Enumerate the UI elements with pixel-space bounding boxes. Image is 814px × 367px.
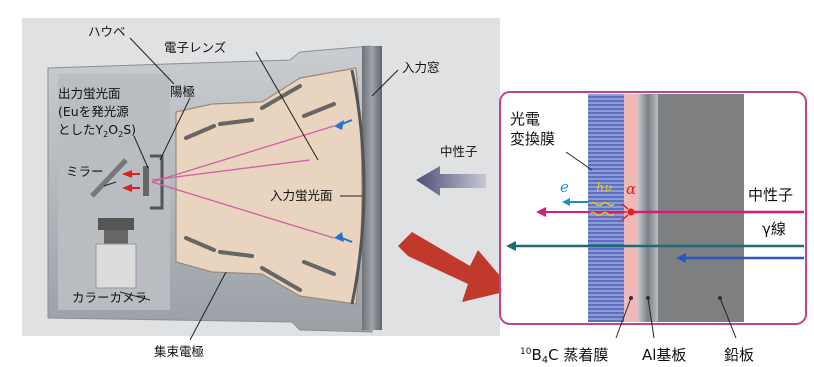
label-output-phosphor-2: (Euを発光源 <box>58 104 129 119</box>
intensifier-labels: ハウベ 電子レンズ 入力窓 出力蛍光面 陽極 (Euを発光源 としたY2O2S)… <box>58 24 440 359</box>
lead-plate-layer <box>658 94 744 322</box>
leader-lines <box>103 37 399 341</box>
alpha-particle: α <box>620 180 636 221</box>
alpha-symbol: α <box>626 180 636 198</box>
neutron-arrow: 中性子 <box>416 144 486 196</box>
photon-symbol: hν <box>596 181 612 196</box>
input-arrows <box>334 119 353 243</box>
neutron-beam: 中性子 <box>536 186 804 217</box>
label-input-phosphor: 入力蛍光面 <box>270 188 333 203</box>
mirror <box>90 158 128 198</box>
input-phosphor-surface <box>350 69 366 305</box>
big-red-arrow <box>398 232 512 302</box>
label-photocathode-2: 変換膜 <box>510 130 555 148</box>
label-output-phosphor-1: 出力蛍光面 <box>58 86 121 101</box>
color-camera <box>95 218 137 289</box>
electrodes <box>184 84 336 292</box>
label-b4c-film: 10B4C 蒸着膜 <box>520 346 608 366</box>
label-electron-lens: 電子レンズ <box>164 40 226 55</box>
electron-emission: e <box>560 178 588 206</box>
label-focusing-electrode: 集束電極 <box>154 344 204 359</box>
photocathode-layer <box>588 94 624 322</box>
label-mirror: ミラー <box>66 164 104 179</box>
label-output-phosphor-3: としたY2O2S) <box>58 122 136 139</box>
label-gamma-beam: γ線 <box>762 220 786 238</box>
tube-body <box>175 67 363 305</box>
converter-inset: 中性子 γ線 e hν α 光電 変換膜 <box>499 91 807 339</box>
input-window <box>362 46 382 330</box>
electron-symbol: e <box>560 178 569 196</box>
anode <box>150 154 164 210</box>
label-lead-plate: 鉛板 <box>724 346 754 364</box>
light-arrows <box>122 170 140 192</box>
output-phosphor <box>143 166 149 196</box>
label-neutron-beam: 中性子 <box>748 186 793 204</box>
photon-emission: hν <box>589 181 615 217</box>
label-color-camera: カラーカメラ <box>72 290 147 305</box>
label-neutron-arrow: 中性子 <box>440 144 478 159</box>
image-intensifier <box>22 18 500 336</box>
label-anode: 陽極 <box>170 84 195 99</box>
label-photocathode-1: 光電 <box>510 110 540 128</box>
label-al-substrate: Al基板 <box>642 346 686 364</box>
label-havube: ハウベ <box>88 24 126 39</box>
photocathode-leader <box>565 151 593 171</box>
b4c-layer <box>624 94 638 322</box>
lower-beam <box>676 253 804 263</box>
gamma-beam: γ線 <box>506 220 804 251</box>
layer-leaders <box>615 297 737 339</box>
al-substrate-layer <box>638 94 658 322</box>
label-input-window: 入力窓 <box>402 60 440 75</box>
